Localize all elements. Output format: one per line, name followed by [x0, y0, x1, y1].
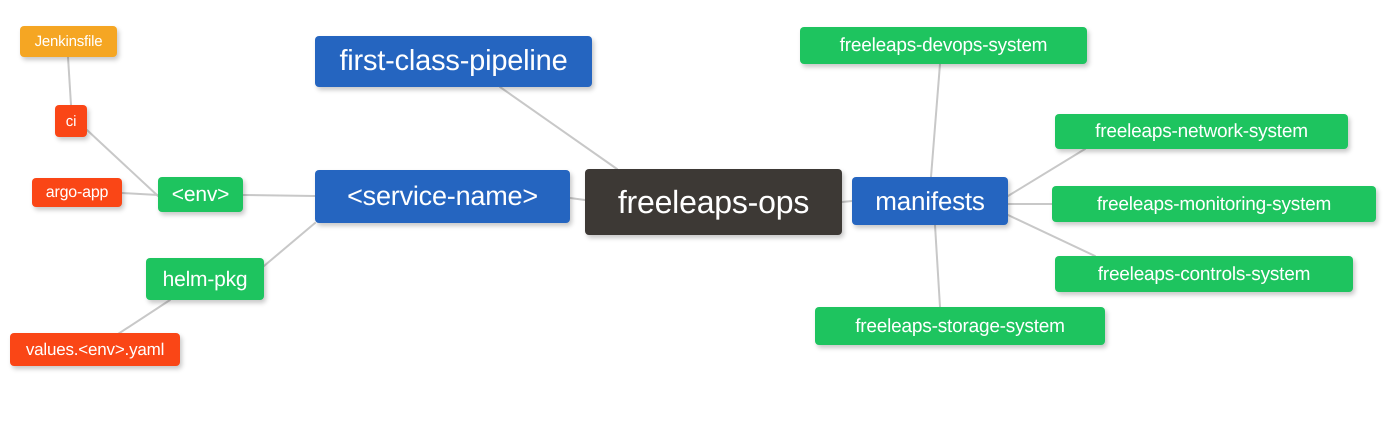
node-first-class-pipeline[interactable]: first-class-pipeline [315, 36, 592, 87]
node-manifests[interactable]: manifests [852, 177, 1008, 225]
node-freeleaps-devops-system[interactable]: freeleaps-devops-system [800, 27, 1087, 64]
node-label-argo-app: argo-app [45, 183, 109, 201]
edge-manifests-to-freeleaps-storage-system [934, 224, 941, 308]
node-freeleaps-monitoring-system[interactable]: freeleaps-monitoring-system [1052, 186, 1376, 222]
edge-service-name-to-helm-pkg [263, 222, 316, 267]
node-label-freeleaps-storage-system: freeleaps-storage-system [855, 315, 1065, 337]
edge-manifests-to-freeleaps-devops-system [930, 63, 941, 178]
node-label-freeleaps-monitoring-system: freeleaps-monitoring-system [1096, 193, 1332, 215]
node-freeleaps-controls-system[interactable]: freeleaps-controls-system [1055, 256, 1353, 292]
node-label-ci: ci [65, 112, 77, 130]
node-label-freeleaps-ops: freeleaps-ops [617, 184, 810, 220]
node-argo-app[interactable]: argo-app [32, 178, 122, 207]
node-label-freeleaps-controls-system: freeleaps-controls-system [1097, 263, 1311, 285]
edge-helm-pkg-to-values-env-yaml [114, 299, 171, 337]
node-ci[interactable]: ci [55, 105, 87, 137]
edge-argo-app-to-env [121, 192, 159, 196]
node-jenkinsfile[interactable]: Jenkinsfile [20, 26, 117, 57]
node-freeleaps-network-system[interactable]: freeleaps-network-system [1055, 114, 1348, 149]
node-helm-pkg[interactable]: helm-pkg [146, 258, 264, 300]
node-label-values-env-yaml: values.<env>.yaml [25, 340, 165, 359]
node-label-jenkinsfile: Jenkinsfile [34, 33, 103, 50]
node-label-manifests: manifests [875, 186, 985, 216]
edge-freeleaps-ops-to-manifests [841, 200, 853, 203]
node-label-env: <env> [171, 183, 230, 206]
node-freeleaps-storage-system[interactable]: freeleaps-storage-system [815, 307, 1105, 345]
node-freeleaps-ops[interactable]: freeleaps-ops [585, 169, 842, 235]
node-label-freeleaps-devops-system: freeleaps-devops-system [839, 35, 1048, 56]
node-values-env-yaml[interactable]: values.<env>.yaml [10, 333, 180, 366]
edge-env-to-service-name [242, 194, 316, 197]
node-env[interactable]: <env> [158, 177, 243, 212]
edge-service-name-to-freeleaps-ops [569, 197, 586, 201]
node-label-service-name: <service-name> [347, 181, 538, 211]
edge-jenkinsfile-to-ci [67, 56, 72, 106]
node-label-helm-pkg: helm-pkg [162, 267, 248, 291]
node-label-freeleaps-network-system: freeleaps-network-system [1095, 121, 1308, 142]
edge-first-class-pipeline-to-freeleaps-ops [499, 86, 618, 170]
node-service-name[interactable]: <service-name> [315, 170, 570, 223]
node-label-first-class-pipeline: first-class-pipeline [339, 45, 568, 77]
